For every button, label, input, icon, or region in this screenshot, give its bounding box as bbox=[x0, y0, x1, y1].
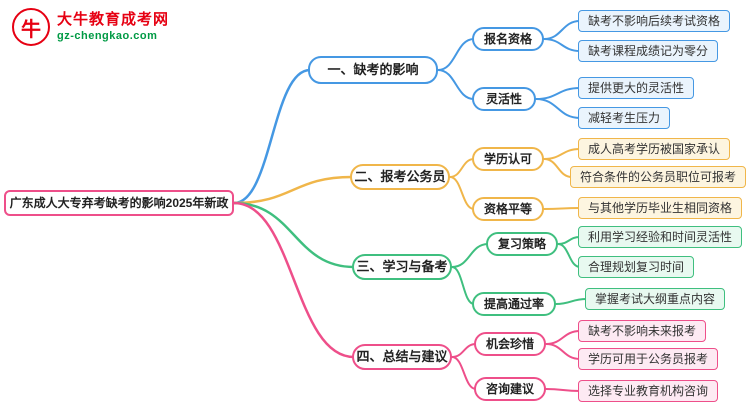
connector-sub21-leaf2 bbox=[543, 158, 573, 178]
bull-logo-icon: 牛 bbox=[12, 8, 50, 46]
leaf-node-2-2-1: 与其他学历毕业生相同资格 bbox=[578, 197, 743, 219]
leaf-node-3-2-1: 掌握考试大纲重点内容 bbox=[585, 288, 726, 310]
connector-branch4-sub2 bbox=[451, 356, 477, 390]
sub-node-1-2: 灵活性 bbox=[472, 87, 536, 111]
sub-node-2-2: 资格平等 bbox=[472, 197, 544, 221]
sub-node-1-1: 报名资格 bbox=[472, 27, 544, 51]
connector-branch2-sub2 bbox=[449, 176, 475, 210]
sub-node-3-2: 提高通过率 bbox=[472, 292, 556, 316]
sub-node-2-1: 学历认可 bbox=[472, 147, 544, 171]
connector-sub41-leaf2 bbox=[545, 343, 581, 360]
sub-node-4-1: 机会珍惜 bbox=[474, 332, 546, 356]
leaf-node-3-1-1: 利用学习经验和时间灵活性 bbox=[578, 226, 743, 248]
sub-node-3-1: 复习策略 bbox=[486, 232, 558, 256]
site-logo: 牛 大牛教育成考网 gz-chengkao.com bbox=[12, 8, 169, 46]
connector-sub12-leaf1 bbox=[535, 87, 581, 100]
connector-sub41-leaf1 bbox=[545, 330, 581, 345]
connector-sub42-leaf1 bbox=[545, 388, 581, 392]
leaf-node-1-1-1: 缺考不影响后续考试资格 bbox=[578, 10, 731, 32]
connector-sub31-leaf1 bbox=[557, 236, 581, 245]
connector-sub32-leaf1 bbox=[555, 298, 588, 305]
connector-root-branch-3 bbox=[232, 201, 356, 269]
connector-branch2-sub1 bbox=[449, 158, 475, 178]
logo-subtitle: gz-chengkao.com bbox=[57, 29, 158, 42]
branch-node-2: 二、报考公务员 bbox=[350, 164, 450, 190]
connector-sub12-leaf2 bbox=[535, 98, 581, 119]
leaf-node-1-1-2: 缺考课程成绩记为零分 bbox=[578, 40, 719, 62]
leaf-node-3-1-2: 合理规划复习时间 bbox=[578, 256, 695, 278]
logo-title: 大牛教育成考网 bbox=[57, 10, 170, 28]
connector-branch3-sub2 bbox=[451, 266, 475, 305]
leaf-node-4-1-1: 缺考不影响未来报考 bbox=[578, 320, 707, 342]
connector-branch4-sub1 bbox=[451, 343, 477, 358]
connector-sub22-leaf1 bbox=[543, 207, 581, 210]
connector-sub11-leaf1 bbox=[543, 20, 581, 40]
root-node: 广东成人大专弃考缺考的影响2025年新政 bbox=[4, 190, 234, 216]
connector-root-branch-4 bbox=[232, 201, 356, 359]
leaf-node-1-2-2: 减轻考生压力 bbox=[578, 107, 671, 129]
connector-sub31-leaf2 bbox=[557, 243, 581, 268]
leaf-node-4-1-2: 学历可用于公务员报考 bbox=[578, 348, 719, 370]
leaf-node-2-1-2: 符合条件的公务员职位可报考 bbox=[570, 166, 747, 188]
branch-node-4: 四、总结与建议 bbox=[352, 344, 452, 370]
connector-sub21-leaf1 bbox=[543, 148, 581, 160]
connector-root-branch-2 bbox=[232, 175, 354, 205]
connector-branch3-sub1 bbox=[451, 243, 489, 268]
leaf-node-1-2-1: 提供更大的灵活性 bbox=[578, 77, 695, 99]
sub-node-4-2: 咨询建议 bbox=[474, 377, 546, 401]
branch-node-3: 三、学习与备考 bbox=[352, 254, 452, 280]
connector-branch1-sub1 bbox=[437, 38, 475, 71]
connector-root-branch-1 bbox=[232, 68, 312, 205]
leaf-node-4-2-1: 选择专业教育机构咨询 bbox=[578, 380, 719, 402]
connector-sub11-leaf2 bbox=[543, 38, 581, 52]
branch-node-1: 一、缺考的影响 bbox=[308, 56, 438, 84]
leaf-node-2-1-1: 成人高考学历被国家承认 bbox=[578, 138, 731, 160]
connector-branch1-sub2 bbox=[437, 69, 475, 100]
